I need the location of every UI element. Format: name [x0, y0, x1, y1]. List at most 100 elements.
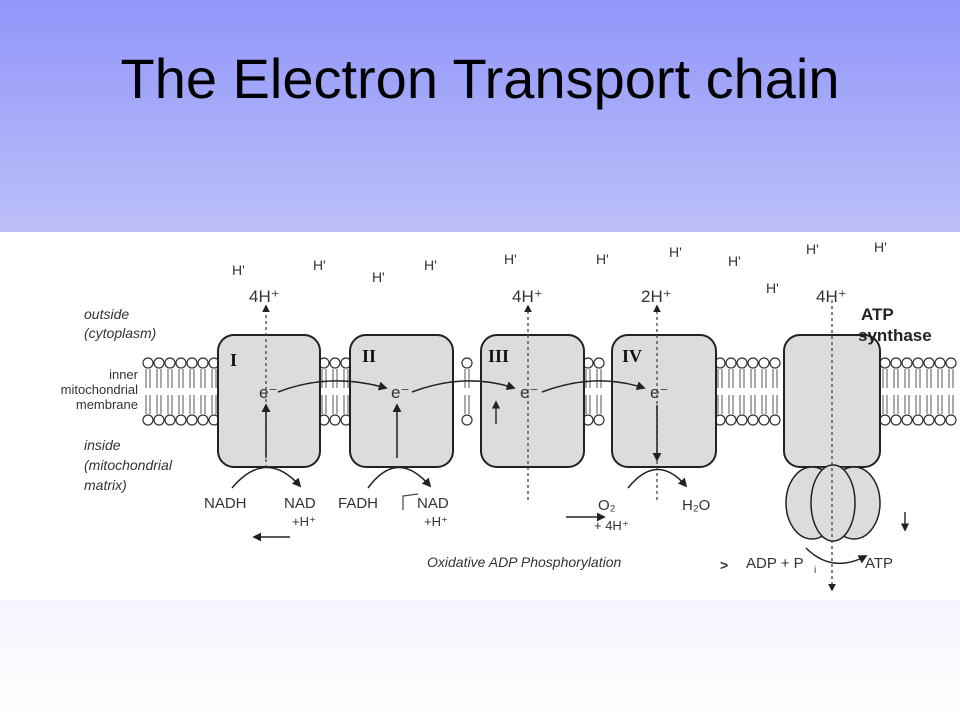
inside-matrix-label: matrix) — [84, 477, 127, 493]
proton-h: H' — [313, 257, 326, 273]
fadh-to-nad-arrow — [367, 466, 432, 489]
lipid-head — [175, 414, 187, 426]
membrane-label-mito: mitochondrial — [61, 382, 138, 397]
complex-i-label: I — [230, 350, 237, 370]
nadh-label: NADH — [204, 495, 247, 512]
lipid-head — [736, 414, 748, 426]
complex-iii-box — [480, 334, 585, 468]
four-protons-label: + 4H⁺ — [594, 518, 629, 533]
adp-to-atp-arrow — [805, 547, 868, 565]
proton-h: H' — [806, 241, 819, 257]
proton-h: H' — [504, 251, 517, 267]
atp-label: ATP — [865, 555, 893, 572]
lipid-head — [945, 357, 957, 369]
lipid-head — [923, 414, 935, 426]
lipid-head — [758, 357, 770, 369]
lipid-head — [934, 414, 946, 426]
electron-complex-iv: e⁻ — [650, 383, 668, 402]
lipid-head — [769, 414, 781, 426]
slide-title: The Electron Transport chain — [120, 47, 840, 110]
complex-ii-label: II — [362, 346, 376, 366]
electron-complex-i: e⁻ — [259, 383, 277, 402]
proton-label-complex-i: 4H⁺ — [249, 287, 280, 306]
nadh-to-nad-arrow — [231, 466, 302, 489]
lipid-head — [164, 357, 176, 369]
nad-label-1: NAD — [284, 495, 316, 512]
lipid-head — [901, 414, 913, 426]
proton-h: H' — [874, 239, 887, 255]
bilayer-tails — [145, 369, 954, 414]
lipid-head — [912, 357, 924, 369]
nad-label-2: NAD — [417, 495, 449, 512]
water-label: H₂O — [682, 497, 710, 514]
lipid-head — [879, 357, 891, 369]
lipid-head — [197, 357, 209, 369]
lipid-head — [890, 357, 902, 369]
complex-iv-box — [611, 334, 717, 468]
inside-label: inside — [84, 437, 121, 453]
electron-arrow-i-ii — [277, 380, 388, 393]
proton-plus-1: +H⁺ — [292, 514, 316, 529]
scattered-protons: H' H' H' H' H' H' H' H' H' H' H' — [232, 239, 887, 296]
lipid-head — [901, 357, 913, 369]
inside-mito-label: (mitochondrial — [84, 457, 173, 473]
fadh-label: FADH — [338, 495, 378, 512]
membrane-label-inner: inner — [109, 367, 139, 382]
lipid-head — [186, 357, 198, 369]
atp-synthase-label-atp: ATP — [861, 305, 894, 324]
lipid-head — [736, 357, 748, 369]
atp-synthase-label-synthase: synthase — [858, 326, 932, 345]
lipid-head — [879, 414, 891, 426]
proton-h: H' — [232, 262, 245, 278]
outside-label: outside — [84, 306, 129, 322]
proton-h: H' — [424, 257, 437, 273]
lipid-head — [197, 414, 209, 426]
lipid-head — [593, 414, 605, 426]
lipid-head — [593, 357, 605, 369]
gt-mark: > — [720, 557, 728, 573]
oxidative-phosphorylation-caption: Oxidative ADP Phosphorylation — [427, 554, 621, 570]
bracket-mark — [402, 493, 419, 510]
electron-arrow-iii-iv — [541, 380, 646, 393]
lipid-head — [934, 357, 946, 369]
proton-h: H' — [596, 251, 609, 267]
lipid-head — [186, 414, 198, 426]
lipid-head — [142, 357, 154, 369]
lipid-head — [747, 357, 759, 369]
bilayer-bottom-heads — [142, 414, 957, 426]
proton-h: H' — [372, 269, 385, 285]
lipid-head — [329, 414, 341, 426]
adp-pi-label: ADP + P — [746, 555, 804, 572]
lipid-head — [461, 414, 473, 426]
complex-iv-label: IV — [622, 346, 642, 366]
proton-label-atp-synthase: 4H⁺ — [816, 287, 847, 306]
oxygen-label: O₂ — [598, 497, 616, 514]
lipid-head — [912, 414, 924, 426]
complex-iii-label: III — [488, 346, 509, 366]
electron-complex-iii: e⁻ — [520, 383, 538, 402]
proton-h: H' — [728, 253, 741, 269]
lipid-head — [175, 357, 187, 369]
electron-complex-ii: e⁻ — [391, 383, 409, 402]
lipid-head — [945, 414, 957, 426]
lipid-head — [923, 357, 935, 369]
lipid-head — [747, 414, 759, 426]
oxygen-to-water-arrow — [627, 468, 688, 489]
lipid-head — [725, 357, 737, 369]
atp-synthase-head-center — [810, 464, 856, 542]
pi-subscript: i — [814, 565, 816, 576]
cytoplasm-label: (cytoplasm) — [84, 325, 156, 341]
proton-label-complex-iv: 2H⁺ — [641, 287, 672, 306]
lipid-head — [890, 414, 902, 426]
membrane-label-membrane: membrane — [76, 397, 138, 412]
lipid-head — [758, 414, 770, 426]
lipid-head — [329, 357, 341, 369]
lipid-head — [725, 414, 737, 426]
lipid-bilayer — [142, 357, 957, 426]
bilayer-top-heads — [142, 357, 957, 369]
lipid-head — [769, 357, 781, 369]
lipid-head — [142, 414, 154, 426]
electron-arrow-ii-iii — [411, 380, 516, 393]
proton-label-complex-iii: 4H⁺ — [512, 287, 543, 306]
